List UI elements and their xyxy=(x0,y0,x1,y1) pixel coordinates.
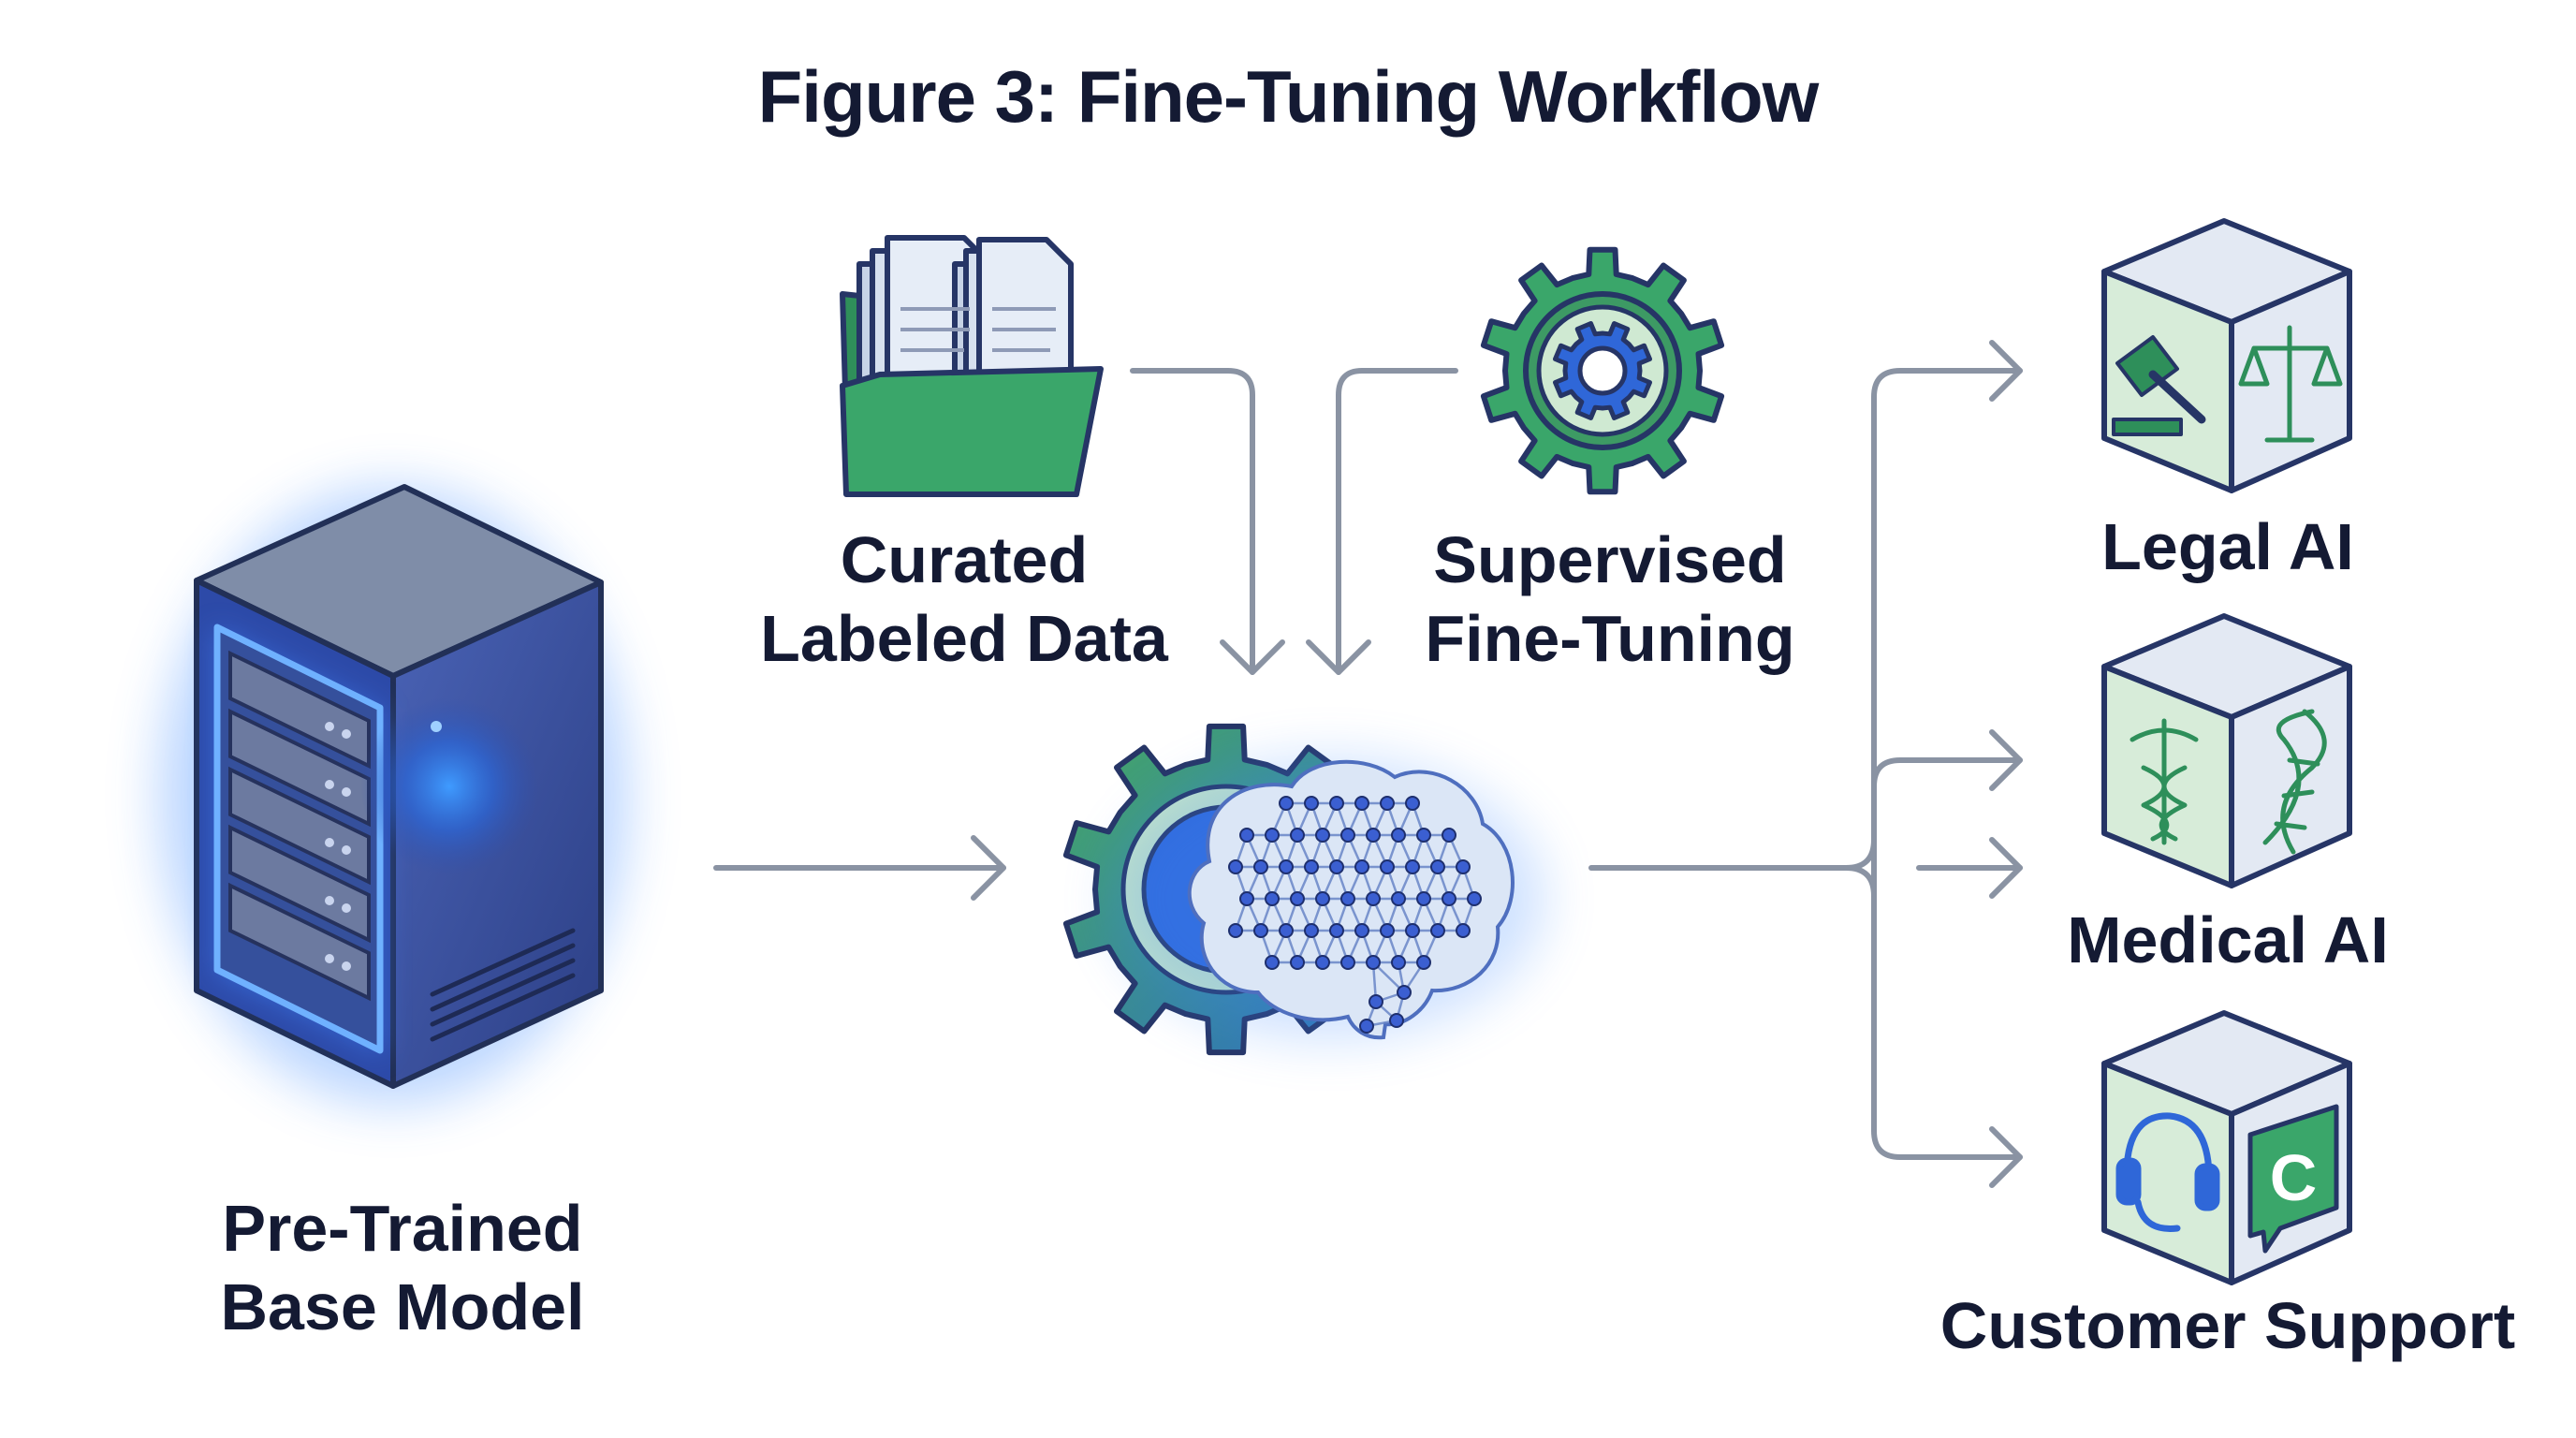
brain-network-node xyxy=(1456,923,1471,938)
brain-network-node xyxy=(1380,923,1395,938)
arrow-data-to-model-head xyxy=(1220,639,1285,675)
customer-support-label: Customer Support xyxy=(1939,1289,2516,1362)
medical-ai-label: Medical AI xyxy=(2067,903,2389,976)
brain-network-node xyxy=(1315,891,1330,906)
brain-network-node xyxy=(1366,891,1381,906)
brain-network-node xyxy=(1315,955,1330,970)
brain-network-node xyxy=(1405,859,1420,874)
arrow-head-medical-2 xyxy=(1989,837,2023,899)
brain-network-node xyxy=(1405,923,1420,938)
brain-network-node xyxy=(1366,955,1381,970)
arrow-head-support xyxy=(1989,1126,2023,1188)
arrow-sft-to-model xyxy=(1336,368,1458,675)
figure-title: Figure 3: Fine-Tuning Workflow xyxy=(757,55,1820,138)
brain-network-node xyxy=(1279,923,1294,938)
brain-network-node xyxy=(1456,859,1471,874)
brain-network-node xyxy=(1315,828,1330,843)
brain-network-node xyxy=(1340,828,1355,843)
brain-network-node xyxy=(1442,828,1456,843)
sft-label-line1: Supervised xyxy=(1433,523,1787,596)
legal-cube-icon xyxy=(2101,218,2352,493)
brain-network-node xyxy=(1228,923,1243,938)
brain-network-node xyxy=(1329,923,1344,938)
brain-network-node xyxy=(1253,923,1268,938)
brain-network-node xyxy=(1391,891,1406,906)
brain-network-node xyxy=(1265,955,1280,970)
base-model-label-line2: Base Model xyxy=(220,1270,585,1343)
legal-ai-label: Legal AI xyxy=(2101,510,2354,583)
headset-icon xyxy=(2115,1112,2220,1232)
sft-label: Supervised Fine-Tuning xyxy=(1320,521,1900,678)
connector-arrows xyxy=(713,340,2023,1188)
brain-network-node xyxy=(1279,796,1294,811)
data-label-line1: Curated xyxy=(840,523,1089,596)
gavel-icon xyxy=(2112,335,2206,436)
brain-network-node xyxy=(1354,859,1369,874)
base-model-label: Pre-Trained Base Model xyxy=(56,1189,749,1346)
brain-network-node xyxy=(1391,955,1406,970)
brain-network-node xyxy=(1340,955,1355,970)
brain-network-node xyxy=(1389,1013,1404,1028)
base-model-label-line1: Pre-Trained xyxy=(222,1192,583,1265)
brain-network-node xyxy=(1405,796,1420,811)
brain-network-node xyxy=(1329,859,1344,874)
brain-network-node xyxy=(1354,796,1369,811)
brain-network-node xyxy=(1380,796,1395,811)
chat-icon: C xyxy=(2247,1104,2339,1254)
brain-network-node xyxy=(1304,923,1319,938)
arrow-head-legal xyxy=(1989,340,2023,402)
bus-curve-upper xyxy=(1843,837,1877,871)
brain-network-node xyxy=(1397,985,1412,1000)
brain-network-node xyxy=(1354,923,1369,938)
arrow-base-to-model-head xyxy=(971,835,1006,901)
arrow-sft-to-model-head xyxy=(1306,639,1371,675)
medical-cube-icon xyxy=(2101,613,2352,888)
data-label: Curated Labeled Data xyxy=(674,521,1254,678)
brain-network-node xyxy=(1416,955,1431,970)
brain-network-node xyxy=(1359,1019,1374,1034)
brain-network-node xyxy=(1329,796,1344,811)
folder-documents-icon xyxy=(840,235,1104,497)
brain-network-node xyxy=(1239,828,1254,843)
svg-text:C: C xyxy=(2270,1141,2318,1214)
brain-network-node xyxy=(1228,859,1243,874)
brain-network-node xyxy=(1430,859,1445,874)
server-drive-bays xyxy=(228,650,371,1002)
brain-network-node xyxy=(1430,923,1445,938)
brain-network-node xyxy=(1265,891,1280,906)
brain-network-node xyxy=(1279,859,1294,874)
scales-icon xyxy=(2238,325,2343,443)
brain-network-node xyxy=(1467,891,1482,906)
arrow-data-to-model xyxy=(1130,368,1255,675)
brain-network-node xyxy=(1290,828,1305,843)
brain-network-node xyxy=(1416,828,1431,843)
brain-network-node xyxy=(1265,828,1280,843)
brain-network-node xyxy=(1290,891,1305,906)
caduceus-icon xyxy=(2130,718,2199,845)
brain-network-node xyxy=(1368,994,1383,1009)
brain-network-node xyxy=(1442,891,1456,906)
brain-network-node xyxy=(1290,955,1305,970)
bus-curve-lower xyxy=(1843,865,1877,899)
sft-label-line2: Fine-Tuning xyxy=(1425,602,1795,675)
brain-network-node xyxy=(1239,891,1254,906)
brain-network-node xyxy=(1304,859,1319,874)
gear-icon xyxy=(1480,246,1725,495)
brain-network-node xyxy=(1391,828,1406,843)
brain-network-node xyxy=(1416,891,1431,906)
dna-icon xyxy=(2262,709,2327,855)
brain-network-node xyxy=(1304,796,1319,811)
gear-brain-network-icon xyxy=(1062,723,1544,1056)
brain-network-node xyxy=(1380,859,1395,874)
brain-network-node xyxy=(1253,859,1268,874)
brain-network-node xyxy=(1366,828,1381,843)
server-icon xyxy=(159,484,627,1105)
brain-network-node xyxy=(1340,891,1355,906)
output-bus-line xyxy=(1871,368,2023,1160)
arrow-bus-to-medical xyxy=(1871,757,2023,789)
arrow-head-medical xyxy=(1989,729,2023,791)
support-cube-icon: C xyxy=(2101,1010,2352,1285)
data-label-line2: Labeled Data xyxy=(760,602,1168,675)
